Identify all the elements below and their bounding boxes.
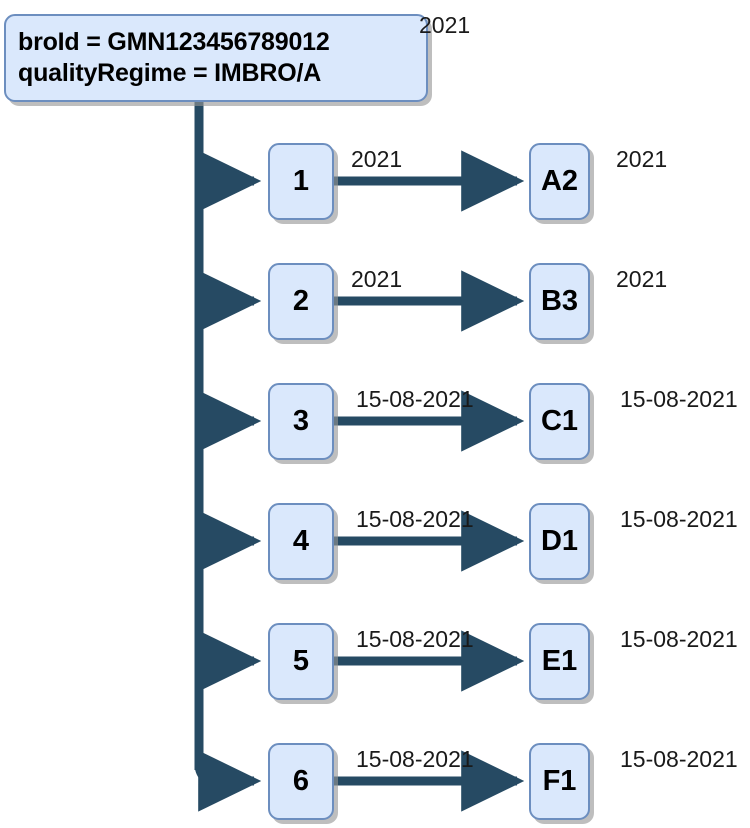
row-annotation-3: 15-08-2021 xyxy=(620,386,738,412)
event-node-2[interactable]: B3 xyxy=(529,263,590,340)
revision-node-2[interactable]: 2 xyxy=(268,263,334,340)
edge-label-3: 15-08-2021 xyxy=(356,386,474,412)
row-annotation-5: 15-08-2021 xyxy=(620,626,738,652)
branch-arrow-3 xyxy=(194,390,262,452)
root-annotation: 2021 xyxy=(419,12,471,38)
revision-node-6[interactable]: 6 xyxy=(268,743,334,820)
row-annotation-2: 2021 xyxy=(616,266,668,292)
event-node-1[interactable]: A2 xyxy=(529,143,590,220)
revision-node-4-label: 4 xyxy=(292,525,310,557)
row-annotation-4: 15-08-2021 xyxy=(620,506,738,532)
revision-node-6-label: 6 xyxy=(292,765,310,797)
event-node-3[interactable]: C1 xyxy=(529,383,590,460)
root-node[interactable]: broId = GMN123456789012 qualityRegime = … xyxy=(4,14,428,102)
event-node-4-label: D1 xyxy=(540,525,579,557)
event-node-2-label: B3 xyxy=(540,285,579,317)
branch-arrow-6 xyxy=(194,750,262,812)
revision-node-5[interactable]: 5 xyxy=(268,623,334,700)
revision-node-1[interactable]: 1 xyxy=(268,143,334,220)
revision-node-2-label: 2 xyxy=(292,285,310,317)
event-node-5[interactable]: E1 xyxy=(529,623,590,700)
branch-arrow-5 xyxy=(194,630,262,692)
revision-node-5-label: 5 xyxy=(292,645,310,677)
root-node-line-broid: broId = GMN123456789012 xyxy=(18,28,330,56)
row-annotation-1: 2021 xyxy=(616,146,668,172)
revision-node-1-label: 1 xyxy=(292,165,310,197)
edge-label-4: 15-08-2021 xyxy=(356,506,474,532)
branch-arrow-4 xyxy=(194,510,262,572)
event-node-1-label: A2 xyxy=(540,165,579,197)
root-node-line-qualityregime: qualityRegime = IMBRO/A xyxy=(18,59,322,87)
row-annotation-6: 15-08-2021 xyxy=(620,746,738,772)
branch-arrow-1 xyxy=(194,150,262,212)
revision-node-4[interactable]: 4 xyxy=(268,503,334,580)
event-node-4[interactable]: D1 xyxy=(529,503,590,580)
branch-arrow-2 xyxy=(194,270,262,332)
revision-node-3[interactable]: 3 xyxy=(268,383,334,460)
edge-label-1: 2021 xyxy=(351,146,403,172)
event-node-6-label: F1 xyxy=(542,765,577,797)
edge-label-2: 2021 xyxy=(351,266,403,292)
event-node-5-label: E1 xyxy=(541,645,578,677)
event-node-6[interactable]: F1 xyxy=(529,743,590,820)
event-node-3-label: C1 xyxy=(540,405,579,437)
edge-label-5: 15-08-2021 xyxy=(356,626,474,652)
edge-label-6: 15-08-2021 xyxy=(356,746,474,772)
revision-node-3-label: 3 xyxy=(292,405,310,437)
